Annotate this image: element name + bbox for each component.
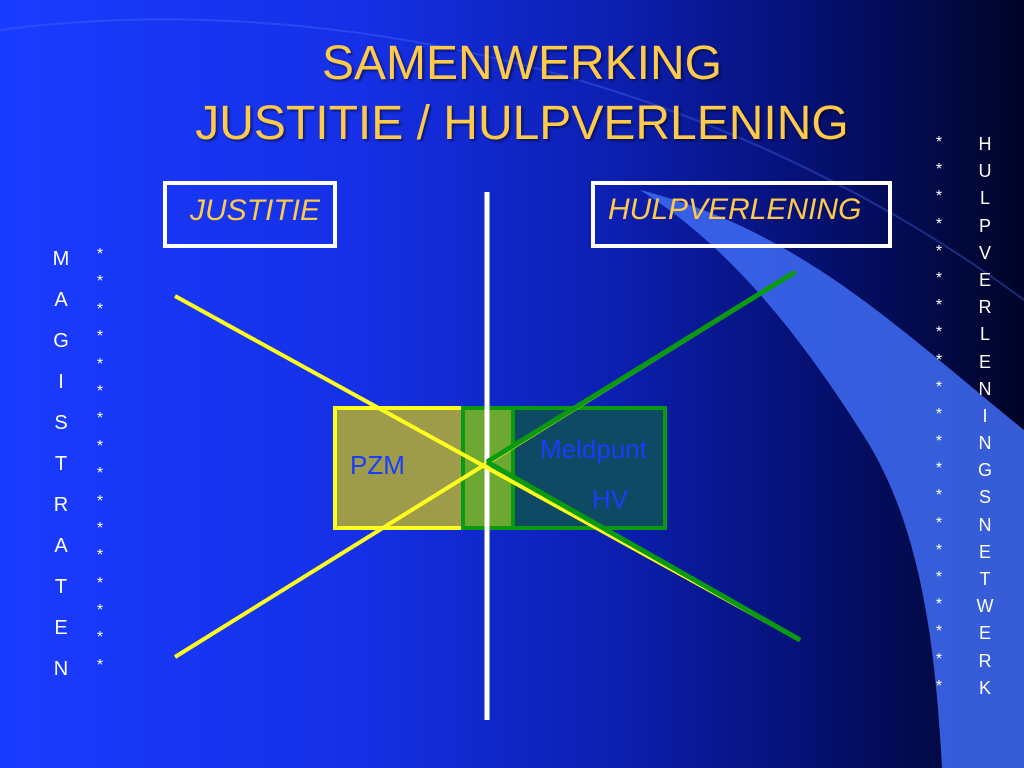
star-bullet: * <box>935 269 943 287</box>
magistraten-star-column: * * * * * * * * * * * * * * * * <box>89 246 111 684</box>
star-bullet: * <box>96 574 104 592</box>
hulpverleningsnetwerk-letter: U <box>978 161 992 182</box>
hulpverleningsnetwerk-letter: L <box>979 324 990 345</box>
star-bullet: * <box>935 161 943 179</box>
magistraten-letter: R <box>53 494 69 516</box>
star-bullet: * <box>935 378 943 396</box>
star-bullet: * <box>96 465 104 483</box>
magistraten-letter: G <box>53 330 69 352</box>
star-bullet: * <box>96 656 104 674</box>
star-bullet: * <box>96 492 104 510</box>
star-bullet: * <box>935 215 943 233</box>
hulpverleningsnetwerk-letter: T <box>979 569 991 589</box>
hulpverleningsnetwerk-letter: N <box>978 433 992 454</box>
magistraten-letter: E <box>54 617 68 639</box>
hulpverleningsnetwerk-letter: S <box>978 487 991 508</box>
magistraten-letter: A <box>54 535 68 557</box>
star-bullet: * <box>96 355 104 373</box>
hulpverleningsnetwerk-letter: W <box>976 596 994 617</box>
star-bullet: * <box>935 487 943 505</box>
green-line-up <box>485 269 797 465</box>
page-title-line-1: SAMENWERKING <box>321 37 723 90</box>
hv-label: HV <box>592 484 629 514</box>
hulpverleningsnetwerk-letter: R <box>978 650 992 671</box>
star-bullet: * <box>935 405 943 423</box>
star-bullet: * <box>935 188 943 206</box>
magistraten-letter: T <box>54 453 68 475</box>
green-line-down <box>485 459 802 643</box>
pzm-label: PZM <box>350 450 405 480</box>
star-bullet: * <box>935 351 943 369</box>
star-bullet: * <box>935 297 943 315</box>
star-bullet: * <box>935 650 943 668</box>
hulpverleningsnetwerk-letter: R <box>978 297 992 318</box>
star-bullet: * <box>96 547 104 565</box>
hulpverleningsnetwerk-letter: G <box>977 460 992 481</box>
star-bullet: * <box>96 410 104 428</box>
star-bullet: * <box>935 623 943 641</box>
meldpunt-label: Meldpunt <box>540 434 647 464</box>
hulpverleningsnetwerk-letter: E <box>978 351 991 372</box>
decorative-arc <box>0 18 1024 301</box>
magistraten-vertical-text: M A G I S T R A T E N <box>50 246 72 697</box>
hulpverleningsnetwerk-letter: E <box>978 269 991 290</box>
hulpverleningsnetwerk-star-column: * * * * * * * * * * * * * * * * * * * * … <box>928 134 950 705</box>
hulpverlening-label: HULPVERLENING <box>608 193 862 226</box>
hulpverlening-box <box>591 181 892 248</box>
hulpverleningsnetwerk-letter: H <box>978 134 992 154</box>
hulpverleningsnetwerk-letter: K <box>978 677 991 698</box>
page-title-line-2: JUSTITIE / HULPVERLENING <box>195 97 849 150</box>
star-bullet: * <box>935 433 943 451</box>
hulpverleningsnetwerk-vertical-text: H U L P V E R L E N I N G S N E T W E R … <box>974 134 996 705</box>
star-bullet: * <box>96 300 104 318</box>
magistraten-letter: T <box>54 576 68 598</box>
star-bullet: * <box>935 134 943 151</box>
star-bullet: * <box>96 629 104 647</box>
hulpverleningsnetwerk-letter: N <box>978 514 992 535</box>
star-bullet: * <box>935 541 943 559</box>
magistraten-letter: I <box>58 371 64 393</box>
hulpverleningsnetwerk-letter: E <box>978 623 991 644</box>
star-bullet: * <box>935 324 943 342</box>
star-bullet: * <box>935 514 943 532</box>
star-bullet: * <box>96 519 104 537</box>
star-bullet: * <box>935 677 943 695</box>
star-bullet: * <box>96 602 104 620</box>
magistraten-letter: A <box>54 289 68 311</box>
hulpverleningsnetwerk-letter: P <box>978 215 991 236</box>
decorative-wedge <box>640 190 1024 768</box>
hulpverleningsnetwerk-letter: E <box>978 541 991 562</box>
star-bullet: * <box>96 273 104 291</box>
star-bullet: * <box>935 596 943 614</box>
star-bullet: * <box>96 382 104 400</box>
magistraten-letter: N <box>53 658 69 680</box>
star-bullet: * <box>96 437 104 455</box>
hulpverleningsnetwerk-letter: V <box>978 242 991 263</box>
justitie-label: JUSTITIE <box>190 194 321 227</box>
hulpverleningsnetwerk-letter: N <box>978 378 992 399</box>
star-bullet: * <box>935 569 943 586</box>
magistraten-letter: M <box>52 248 70 270</box>
magistraten-letter: S <box>54 412 68 434</box>
justitie-box <box>163 181 337 248</box>
star-bullet: * <box>96 246 104 263</box>
star-bullet: * <box>935 242 943 260</box>
star-bullet: * <box>935 460 943 478</box>
hulpverleningsnetwerk-letter: I <box>982 405 988 426</box>
hulpverleningsnetwerk-letter: L <box>979 188 990 209</box>
star-bullet: * <box>96 328 104 346</box>
